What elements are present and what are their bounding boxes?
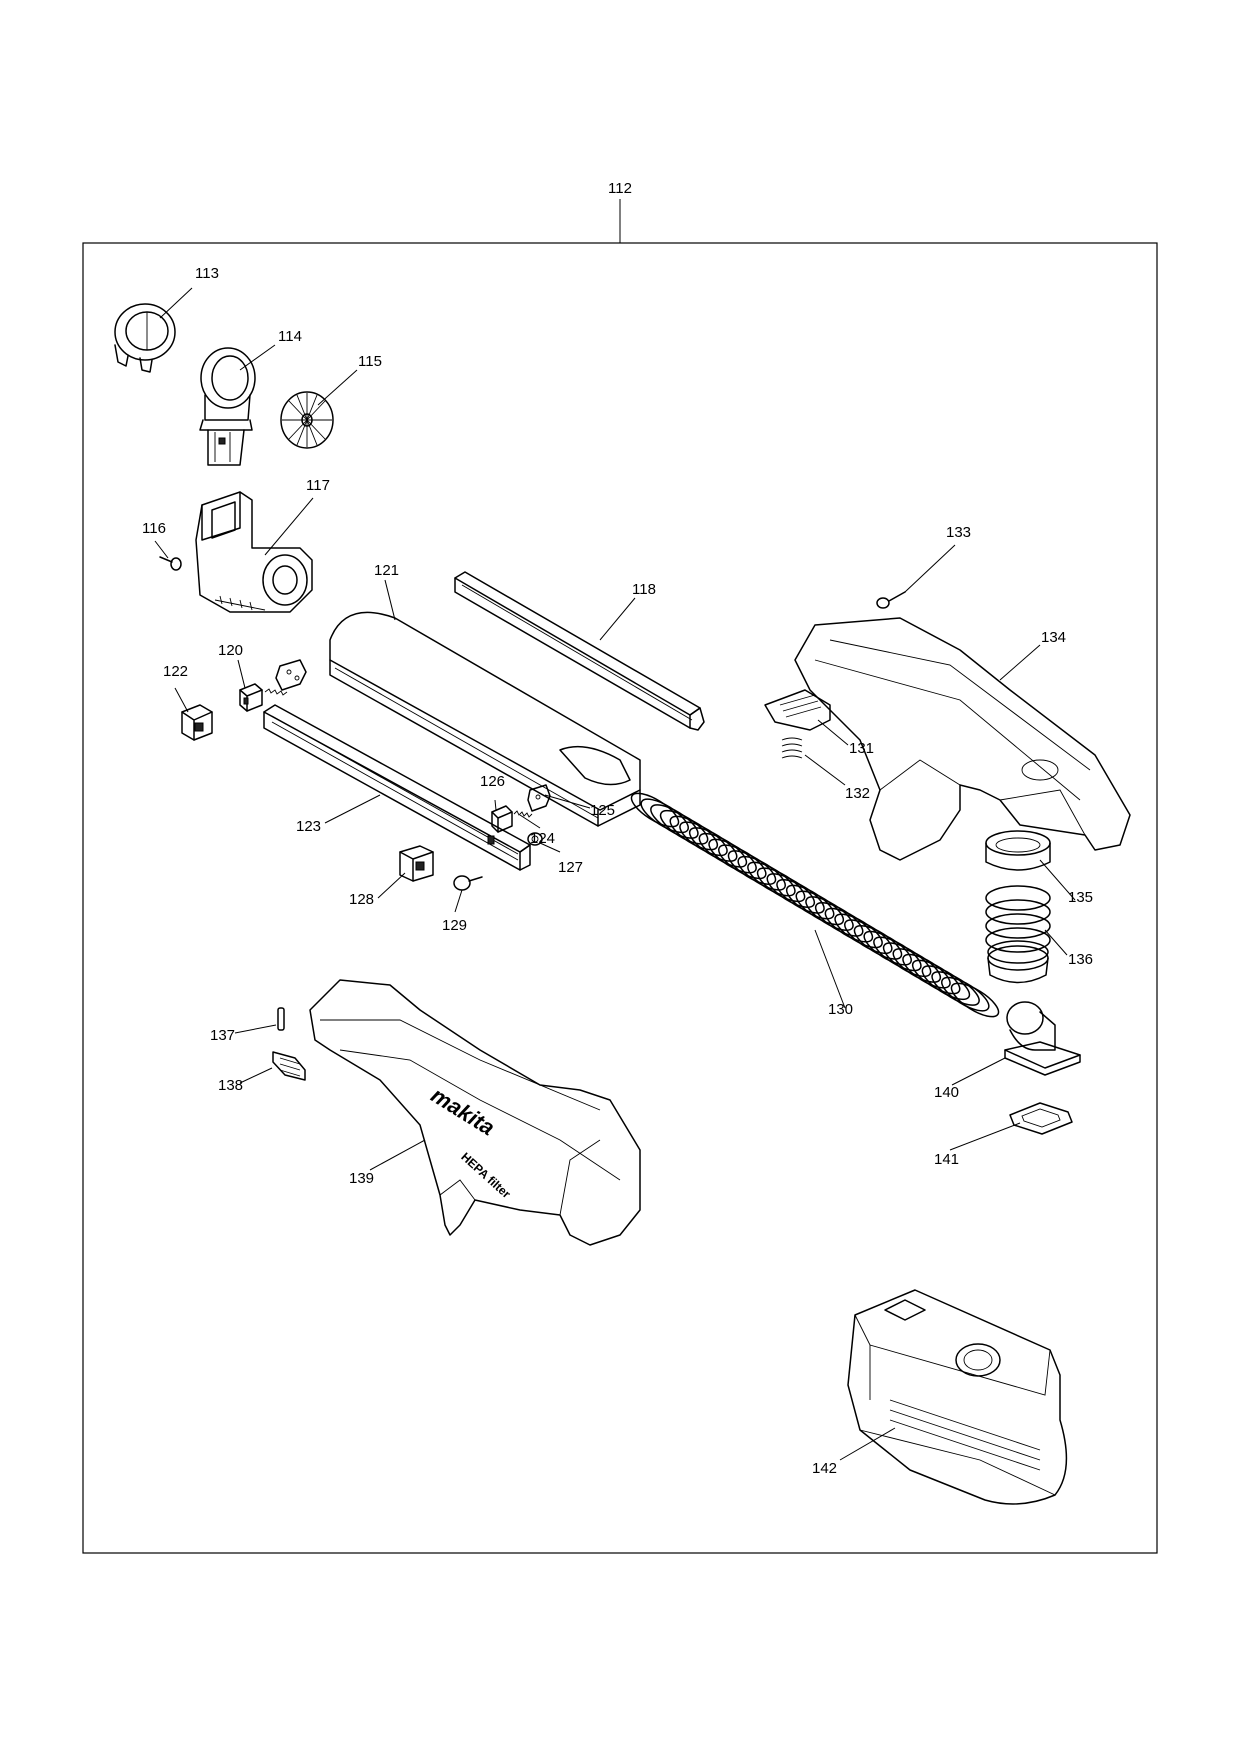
part-115-filter-disk[interactable] — [280, 391, 334, 449]
part-129-screw[interactable] — [453, 875, 483, 891]
part-131-slide-button[interactable] — [764, 689, 831, 731]
label-116: 116 — [142, 520, 166, 537]
label-136: 136 — [1068, 951, 1093, 968]
label-128: 128 — [349, 891, 374, 908]
part-133-screw[interactable] — [876, 591, 906, 609]
label-133: 133 — [946, 524, 971, 541]
label-140: 140 — [934, 1084, 959, 1101]
part-135-cap[interactable] — [985, 830, 1051, 871]
label-125: 125 — [590, 802, 615, 819]
part-140-elbow[interactable] — [1004, 1001, 1081, 1076]
label-117: 117 — [306, 477, 330, 494]
label-115: 115 — [358, 353, 382, 370]
label-129: 129 — [442, 917, 467, 934]
label-134: 134 — [1041, 629, 1066, 646]
part-130-hose[interactable] — [627, 787, 1003, 1023]
part-labels: 112 113 114 115 116 117 118 120 121 122 … — [142, 180, 1093, 1477]
part-136-lower-cap[interactable] — [987, 945, 1049, 984]
label-122: 122 — [163, 663, 188, 680]
part-139-housing-left[interactable]: makita HEPA filter — [309, 979, 641, 1246]
label-124: 124 — [530, 830, 555, 847]
label-138: 138 — [218, 1077, 243, 1094]
leader-lines — [154, 287, 1076, 1461]
label-132: 132 — [845, 785, 870, 802]
part-118-guide-rail[interactable] — [454, 571, 705, 731]
part-113-ring-cap[interactable] — [114, 303, 176, 373]
part-124-spring[interactable] — [513, 810, 533, 818]
label-118: 118 — [632, 581, 656, 598]
part-125-plate[interactable] — [527, 784, 551, 812]
label-127: 127 — [558, 859, 583, 876]
brand-text: makita — [427, 1082, 499, 1140]
part-134-housing-right[interactable] — [794, 617, 1131, 861]
assembly-frame — [82, 242, 1158, 1554]
part-142-dust-box[interactable] — [847, 1289, 1068, 1505]
part-116-screw[interactable] — [159, 556, 182, 571]
part-120-latch[interactable] — [239, 659, 307, 712]
part-122-clip[interactable] — [181, 704, 213, 741]
label-137: 137 — [210, 1027, 235, 1044]
label-121: 121 — [374, 562, 399, 579]
part-127-nut[interactable] — [527, 832, 543, 846]
label-141: 141 — [934, 1151, 959, 1168]
part-117-elbow-housing[interactable] — [195, 491, 313, 613]
part-137-pin[interactable] — [277, 1007, 285, 1031]
assembly-label: 112 — [608, 180, 632, 197]
hose-ring — [950, 982, 1000, 1018]
part-138-button[interactable] — [272, 1051, 306, 1081]
label-120: 120 — [218, 642, 243, 659]
label-130: 130 — [828, 1001, 853, 1018]
part-121-main-barrel[interactable] — [329, 611, 641, 827]
part-141-gasket[interactable] — [1009, 1102, 1073, 1135]
label-113: 113 — [195, 265, 219, 282]
label-123: 123 — [296, 818, 321, 835]
part-123-lower-rail[interactable] — [263, 704, 531, 871]
label-131: 131 — [849, 740, 874, 757]
label-142: 142 — [812, 1460, 837, 1477]
part-136-bellows[interactable] — [985, 885, 1051, 964]
label-135: 135 — [1068, 889, 1093, 906]
filter-text: HEPA filter — [458, 1150, 513, 1202]
label-139: 139 — [349, 1170, 374, 1187]
label-114: 114 — [278, 328, 302, 345]
part-132-spring[interactable] — [781, 737, 803, 759]
part-126-latch[interactable] — [491, 805, 513, 833]
part-128-clip[interactable] — [399, 845, 434, 882]
part-114-nozzle[interactable] — [199, 347, 256, 466]
label-126: 126 — [480, 773, 505, 790]
